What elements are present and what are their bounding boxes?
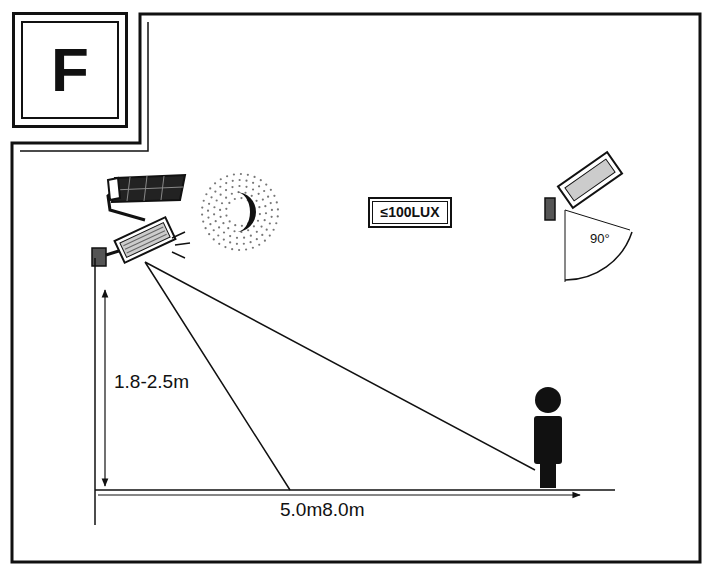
detection-line [145, 262, 535, 490]
person [534, 387, 562, 488]
height-arrow [104, 290, 105, 486]
ground [95, 489, 615, 491]
distance-dimension: 5.0m8.0m [278, 500, 366, 521]
distance-arrow [98, 494, 580, 495]
moon [236, 192, 256, 232]
lux-box: ≤100LUX [368, 197, 452, 228]
lamp-fixture [92, 217, 190, 266]
height-dimension: 1.8-2.5m [112, 372, 191, 393]
moon-halo [201, 173, 279, 251]
angle-icon [545, 152, 632, 282]
solar-panel [108, 175, 185, 220]
tab-box: F [12, 12, 128, 128]
wall [94, 258, 96, 525]
node-text: F [51, 37, 89, 102]
node-text: ≤100LUX [380, 205, 439, 220]
angle-label: 90° [588, 232, 612, 246]
